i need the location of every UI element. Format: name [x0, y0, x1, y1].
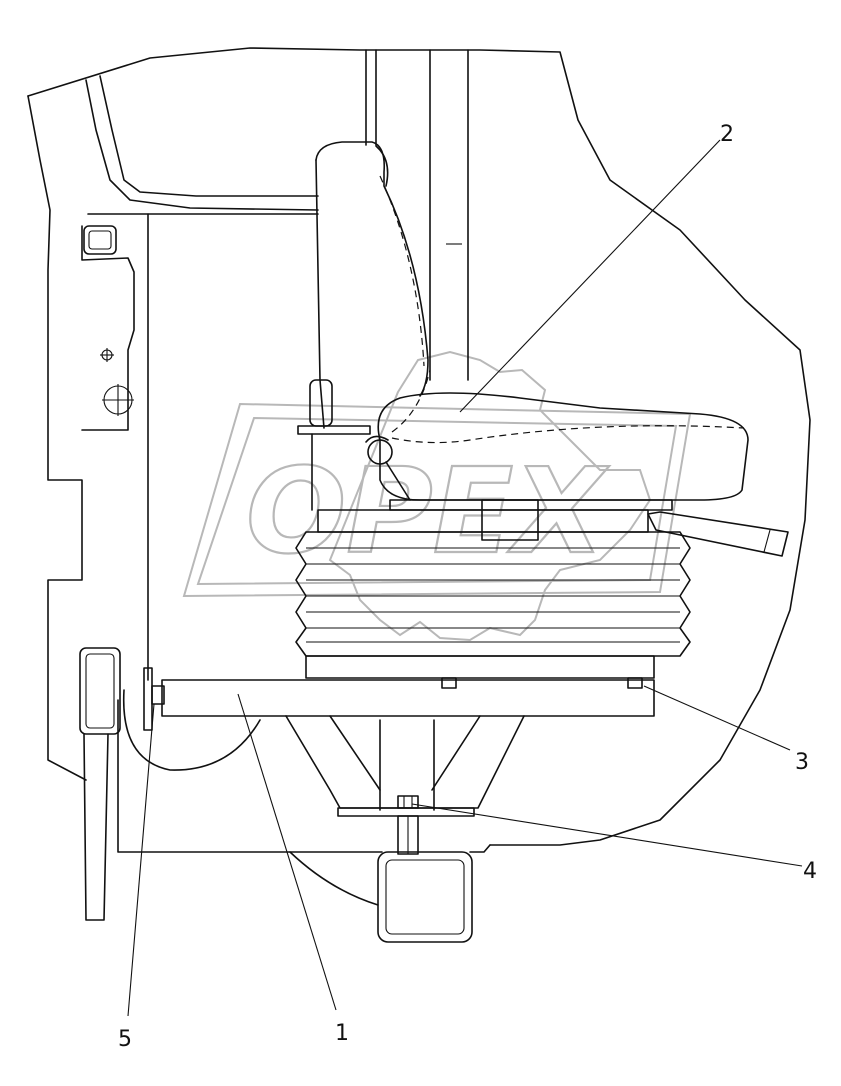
- adjustment-lever: [647, 511, 789, 557]
- leader-line-3: [643, 685, 791, 751]
- callout-1: 1: [335, 1021, 349, 1046]
- seat-cushion: [377, 369, 749, 501]
- opex-watermark: OPEX: [182, 350, 692, 642]
- watermark-text: OPEX: [246, 442, 609, 580]
- suspension-bellows: [295, 499, 691, 679]
- callout-3: 3: [795, 750, 809, 775]
- leader-line-5: [127, 703, 155, 1017]
- leader-lines: [127, 139, 803, 1017]
- seat-backrest: [297, 141, 429, 511]
- cab-structure: [27, 47, 811, 906]
- bolt-center: [397, 795, 419, 809]
- leader-line-2: [459, 139, 721, 413]
- callouts: 2 3 4 1 5: [118, 122, 817, 1052]
- left-mount-post: [79, 647, 165, 921]
- callout-5: 5: [118, 1027, 132, 1052]
- seat-frame: [161, 679, 655, 855]
- leader-line-4: [411, 803, 803, 867]
- leader-line-1: [237, 693, 337, 1011]
- callout-4: 4: [803, 859, 817, 884]
- bottom-tube: [377, 851, 473, 943]
- callout-2: 2: [720, 122, 734, 147]
